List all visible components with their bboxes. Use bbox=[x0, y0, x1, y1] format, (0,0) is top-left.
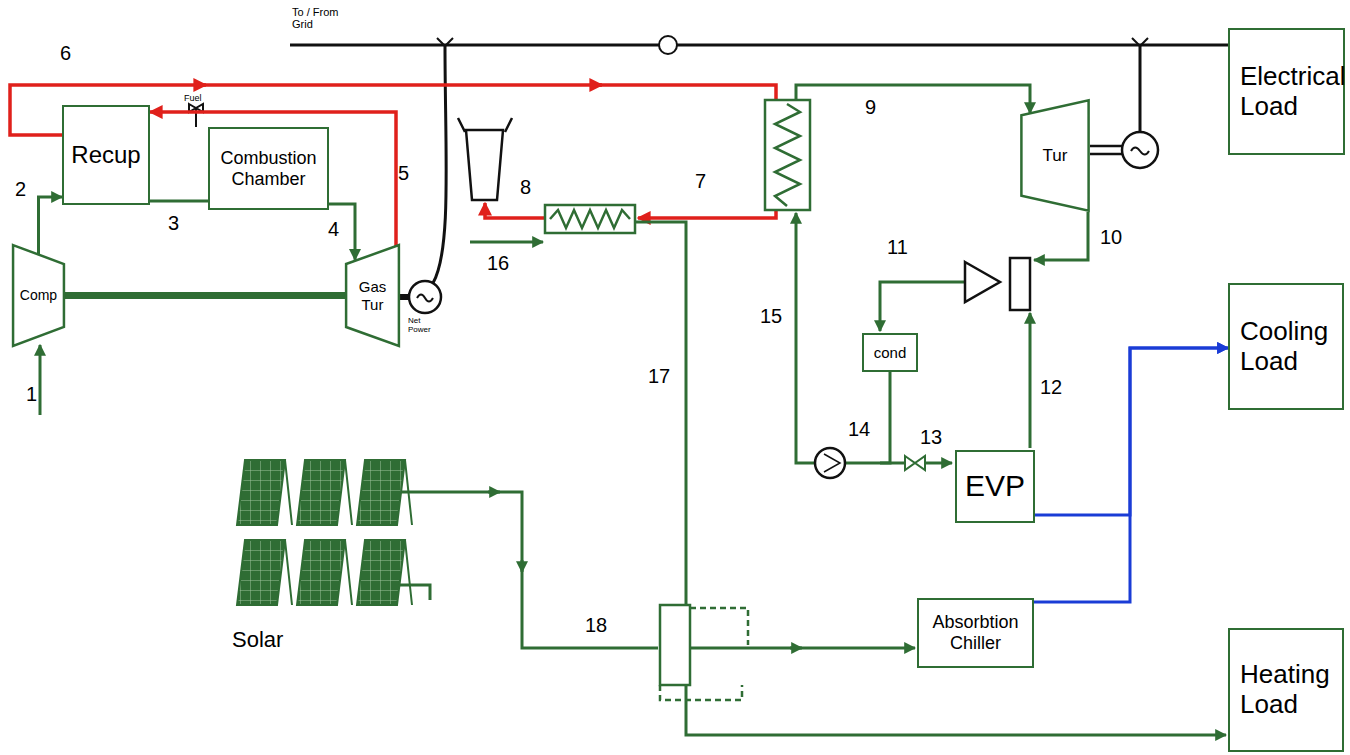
node-label: Comp bbox=[18, 287, 59, 303]
text-label: To / From Grid bbox=[292, 6, 362, 30]
node-label: Cooling Load bbox=[1238, 317, 1342, 377]
pump-valve-ejector bbox=[815, 258, 1030, 478]
node-label: Heating Load bbox=[1238, 660, 1342, 720]
callout-number: 1 bbox=[26, 383, 37, 405]
text-label: Solar bbox=[232, 628, 283, 652]
callout-number: 9 bbox=[865, 96, 876, 118]
node-label: cond bbox=[872, 344, 909, 361]
flow-line bbox=[39, 197, 63, 255]
callout-number: 2 bbox=[15, 178, 26, 200]
callout-number: 11 bbox=[887, 236, 908, 258]
node-label: Tur bbox=[1041, 146, 1070, 166]
gas-turbine-symbol: Gas Tur bbox=[345, 243, 400, 348]
node-label: Electrical Load bbox=[1238, 62, 1347, 122]
heat-exchangers bbox=[545, 100, 810, 233]
combustor-box: Combustion Chamber bbox=[208, 127, 329, 210]
fuel-valve bbox=[189, 104, 203, 127]
condenser-box: cond bbox=[862, 333, 918, 372]
callout-number: 18 bbox=[585, 614, 607, 636]
callout-number: 6 bbox=[60, 42, 71, 64]
load-box: Heating Load bbox=[1228, 628, 1344, 752]
node-label: Recup bbox=[69, 141, 142, 169]
load-box: Cooling Load bbox=[1228, 283, 1344, 410]
callout-number: 8 bbox=[520, 176, 531, 198]
callout-number: 12 bbox=[1040, 376, 1062, 398]
node-label: EVP bbox=[963, 469, 1027, 504]
flow-line bbox=[1034, 348, 1228, 602]
callout-number: 13 bbox=[920, 426, 942, 448]
chiller-box: Absorbtion Chiller bbox=[917, 598, 1034, 668]
text-label: Net Power bbox=[408, 317, 440, 335]
recuperator-box: Recup bbox=[62, 105, 150, 205]
node-label: Combustion Chamber bbox=[210, 148, 327, 189]
solar-panels bbox=[237, 460, 412, 605]
callout-number: 16 bbox=[487, 252, 509, 274]
shaft-line bbox=[63, 292, 347, 299]
mixer bbox=[660, 605, 748, 700]
callout-number: 5 bbox=[398, 162, 409, 184]
process-lines bbox=[400, 85, 1226, 735]
callout-number: 15 bbox=[760, 305, 782, 327]
node-label: Gas Tur bbox=[345, 278, 400, 313]
turbine-symbol: Tur bbox=[1020, 98, 1090, 213]
flow-line bbox=[150, 200, 208, 203]
text-label: Fuel bbox=[184, 94, 202, 104]
flow-line bbox=[329, 204, 355, 260]
chimney bbox=[458, 118, 512, 200]
evaporator-box: EVP bbox=[955, 450, 1035, 523]
callout-number: 17 bbox=[648, 365, 670, 387]
load-box: Electrical Load bbox=[1228, 28, 1345, 155]
flow-line bbox=[150, 112, 396, 247]
grid-bus bbox=[290, 36, 1228, 54]
grid-load-tie bbox=[39, 345, 42, 415]
callout-number: 4 bbox=[328, 218, 339, 240]
callout-number: 10 bbox=[1100, 226, 1122, 248]
callout-number: 3 bbox=[168, 212, 179, 234]
callout-number: 7 bbox=[695, 170, 706, 192]
exhaust-lines bbox=[10, 85, 776, 218]
node-label: Absorbtion Chiller bbox=[919, 612, 1032, 653]
callout-number: 14 bbox=[848, 418, 870, 440]
compressor-symbol: Comp bbox=[12, 243, 65, 348]
